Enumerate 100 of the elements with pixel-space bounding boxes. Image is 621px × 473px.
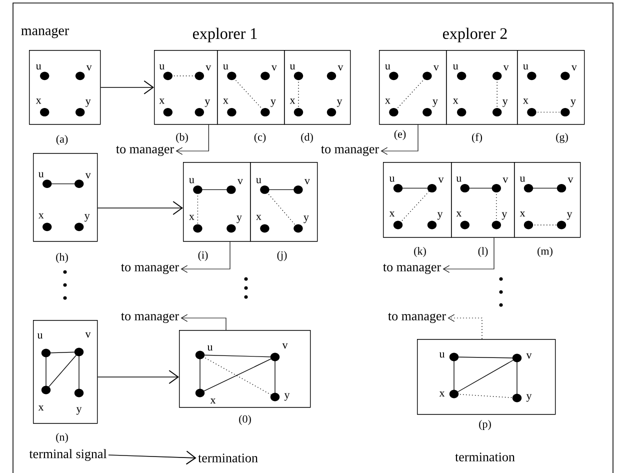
vertex-label: u xyxy=(36,64,42,70)
vertex-label: u xyxy=(189,178,194,184)
vertex-label: x xyxy=(189,214,194,220)
panel-caption: (g) xyxy=(556,133,568,143)
vertex-label: u xyxy=(523,64,528,70)
heading: explorer 1 xyxy=(192,28,257,42)
arrow xyxy=(176,124,209,155)
vertex-label: u xyxy=(385,64,390,70)
vertex-label: v xyxy=(526,353,532,359)
vertex-label: v xyxy=(571,65,577,70)
text-label: termination xyxy=(198,454,258,462)
panel-caption: (m) xyxy=(538,247,552,257)
vertex-label: u xyxy=(453,64,458,70)
vertex-label: y xyxy=(570,99,576,107)
vertex-label: y xyxy=(437,212,443,220)
vertex-label: v xyxy=(271,65,277,70)
vertex-label: y xyxy=(84,214,90,222)
vertex-label: x xyxy=(159,98,165,104)
vertex-label: u xyxy=(256,178,262,184)
arrow xyxy=(180,241,230,273)
text-label: to manager xyxy=(321,146,379,156)
vertex-label: v xyxy=(85,173,91,178)
text-label: to manager xyxy=(121,312,179,324)
arrow xyxy=(380,124,418,155)
vertex-label: u xyxy=(37,333,43,339)
arrow xyxy=(448,314,482,340)
vertex-label: x xyxy=(210,398,216,404)
vertex-label: x xyxy=(520,211,526,217)
panel-caption: (l) xyxy=(478,247,488,257)
text-label: terminal signal xyxy=(29,449,107,461)
vertex-label: u xyxy=(159,64,164,70)
vertex-label: y xyxy=(526,394,532,402)
vertex-label: v xyxy=(206,65,212,70)
panel-caption: (e) xyxy=(394,130,406,140)
vertex-label: v xyxy=(304,179,310,184)
vertex-label: y xyxy=(566,212,572,220)
vertex-label: v xyxy=(503,65,509,70)
arrow xyxy=(97,201,183,215)
vertex-label: y xyxy=(304,216,309,224)
vertex-label: x xyxy=(389,211,395,217)
text-label: to manager xyxy=(383,264,441,274)
vertex-label: y xyxy=(76,407,82,415)
vertex-label: u xyxy=(520,176,526,182)
vertex-label: y xyxy=(270,99,276,107)
arrow xyxy=(442,237,494,273)
panel-caption: (n) xyxy=(56,433,68,443)
vertex-label: v xyxy=(85,332,91,338)
panel-caption: (p) xyxy=(479,420,491,430)
vertex-label: y xyxy=(86,99,91,107)
vertex-label: x xyxy=(523,98,528,104)
vertex-label: y xyxy=(502,212,508,220)
panel-caption: (b) xyxy=(176,133,188,143)
vertex-label: x xyxy=(38,213,44,218)
panel-caption: (i) xyxy=(198,251,208,261)
text-label: to manager xyxy=(388,312,446,324)
panel-caption: (c) xyxy=(254,133,266,143)
vertex-label: x xyxy=(385,98,390,104)
vertex-label: u xyxy=(439,352,445,358)
text-label: termination xyxy=(455,452,515,462)
vertex-label: x xyxy=(439,391,445,397)
vertex-label: v xyxy=(86,65,92,70)
vertex-label: x xyxy=(452,98,458,104)
panel-caption: (d) xyxy=(301,133,313,143)
panel-caption: (h) xyxy=(56,253,68,263)
vertex-label: y xyxy=(284,393,290,401)
vertex-label: y xyxy=(204,99,210,107)
panel-caption: (a) xyxy=(56,135,68,145)
vertex-label: v xyxy=(568,178,574,183)
vertex-label: v xyxy=(338,65,344,70)
vertex-label: x xyxy=(256,214,262,220)
vertex-label: y xyxy=(336,99,342,107)
vertex-label: y xyxy=(432,99,438,107)
vertex-label: v xyxy=(237,179,243,184)
vertex-label: u xyxy=(389,176,395,182)
text-label: to manager xyxy=(121,264,179,274)
panel-caption: (f) xyxy=(472,132,482,144)
arrow xyxy=(97,370,179,384)
panel-caption: (j) xyxy=(277,251,287,261)
vertex-label: v xyxy=(282,343,288,349)
vertex-label: u xyxy=(456,176,462,182)
vertex-label: u xyxy=(290,64,296,70)
panel-caption: (0) xyxy=(239,415,251,425)
vertex-label: v xyxy=(438,178,444,183)
vertex-label: y xyxy=(236,216,242,224)
vertex-label: v xyxy=(502,178,508,183)
vertex-label: x xyxy=(290,98,296,104)
vertex-label: y xyxy=(502,99,508,107)
vertex-label: x xyxy=(36,98,42,104)
vertex-label: v xyxy=(433,65,439,70)
vertex-label: x xyxy=(223,98,228,104)
text-label: to manager xyxy=(116,146,174,156)
vertex-label: u xyxy=(38,172,44,178)
arrow xyxy=(100,80,154,94)
panel-caption: (k) xyxy=(414,247,426,257)
vertex-label: x xyxy=(38,405,44,411)
arrow xyxy=(108,450,196,465)
vertex-label: u xyxy=(207,345,213,351)
arrow xyxy=(180,314,226,330)
vertex-label: x xyxy=(456,211,462,217)
heading: explorer 2 xyxy=(442,28,507,42)
